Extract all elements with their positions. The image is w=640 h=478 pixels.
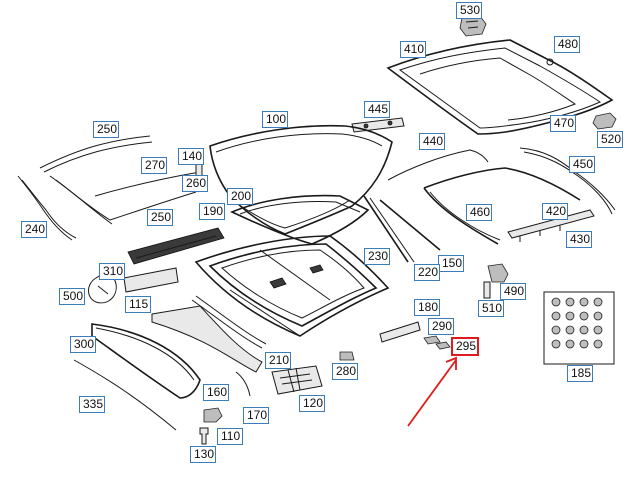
callout-240[interactable]: 240: [21, 221, 47, 238]
callout-250[interactable]: 250: [93, 121, 119, 138]
callout-100[interactable]: 100: [262, 111, 288, 128]
callout-300[interactable]: 300: [70, 336, 96, 353]
part-230-rail: [363, 195, 441, 263]
part-310-front-cross-member: [127, 227, 225, 265]
part-240-cable: [17, 175, 77, 241]
callout-210[interactable]: 210: [265, 352, 291, 369]
callout-430[interactable]: 430: [566, 231, 592, 248]
callout-250-b[interactable]: 250: [147, 209, 173, 226]
part-170-connector: [203, 407, 223, 423]
part-115-molding: [151, 305, 263, 373]
callout-460[interactable]: 460: [466, 204, 492, 221]
callout-180[interactable]: 180: [414, 299, 440, 316]
part-roof-frame: [194, 235, 390, 337]
part-115-bracket: [123, 267, 179, 293]
callout-130[interactable]: 130: [190, 446, 216, 463]
part-460-rear-frame: [423, 167, 581, 245]
callout-140[interactable]: 140: [178, 148, 204, 165]
callout-480[interactable]: 480: [554, 36, 580, 53]
part-250-trim-strip: [39, 135, 201, 225]
callout-220[interactable]: 220: [414, 264, 440, 281]
part-120-motor: [271, 365, 323, 395]
callout-500[interactable]: 500: [59, 288, 85, 305]
callout-120[interactable]: 120: [299, 395, 325, 412]
part-100-roof-shell: [209, 124, 393, 235]
callout-335[interactable]: 335: [79, 396, 105, 413]
highlight-arrow: [407, 356, 457, 427]
part-490-bracket: [487, 263, 509, 283]
callout-410[interactable]: 410: [400, 41, 426, 58]
part-130-screw: [199, 427, 209, 445]
part-530-clip: [459, 15, 487, 37]
callout-470[interactable]: 470: [550, 115, 576, 132]
part-185-kit: [543, 291, 615, 365]
callout-200[interactable]: 200: [227, 188, 253, 205]
callout-270[interactable]: 270: [141, 157, 167, 174]
callout-115[interactable]: 115: [125, 296, 151, 313]
callout-150[interactable]: 150: [438, 255, 464, 272]
part-200-liner: [230, 194, 370, 245]
part-300-panel: [91, 323, 201, 399]
callout-450[interactable]: 450: [569, 156, 595, 173]
callout-185[interactable]: 185: [567, 365, 593, 382]
part-180-bracket: [379, 321, 421, 343]
part-520-clip: [592, 112, 617, 130]
callout-295-highlighted[interactable]: 295: [451, 337, 479, 356]
part-510-screw: [483, 281, 491, 299]
callout-160[interactable]: 160: [203, 384, 229, 401]
callout-110[interactable]: 110: [217, 428, 243, 445]
callout-530[interactable]: 530: [456, 2, 482, 19]
part-210-strip: [191, 295, 267, 349]
callout-440[interactable]: 440: [419, 133, 445, 150]
callout-490[interactable]: 490: [500, 283, 526, 300]
callout-280[interactable]: 280: [332, 363, 358, 380]
callout-310[interactable]: 310: [99, 263, 125, 280]
callout-520[interactable]: 520: [597, 131, 623, 148]
callout-230[interactable]: 230: [364, 248, 390, 265]
callout-445[interactable]: 445: [364, 101, 390, 118]
part-445-bracket: [351, 117, 405, 133]
callout-170[interactable]: 170: [243, 407, 269, 424]
part-295-clip: [435, 341, 451, 350]
callout-290[interactable]: 290: [428, 318, 454, 335]
callout-420[interactable]: 420: [542, 203, 568, 220]
part-290-clip: [423, 335, 441, 345]
part-160-rod: [235, 371, 251, 397]
callout-190[interactable]: 190: [199, 203, 225, 220]
callout-510[interactable]: 510: [478, 300, 504, 317]
part-280-clip: [339, 351, 355, 361]
part-440-cable: [387, 149, 489, 181]
callout-260[interactable]: 260: [182, 175, 208, 192]
part-410-rear-glass-panel: [386, 39, 614, 135]
part-335-trim: [73, 359, 177, 431]
